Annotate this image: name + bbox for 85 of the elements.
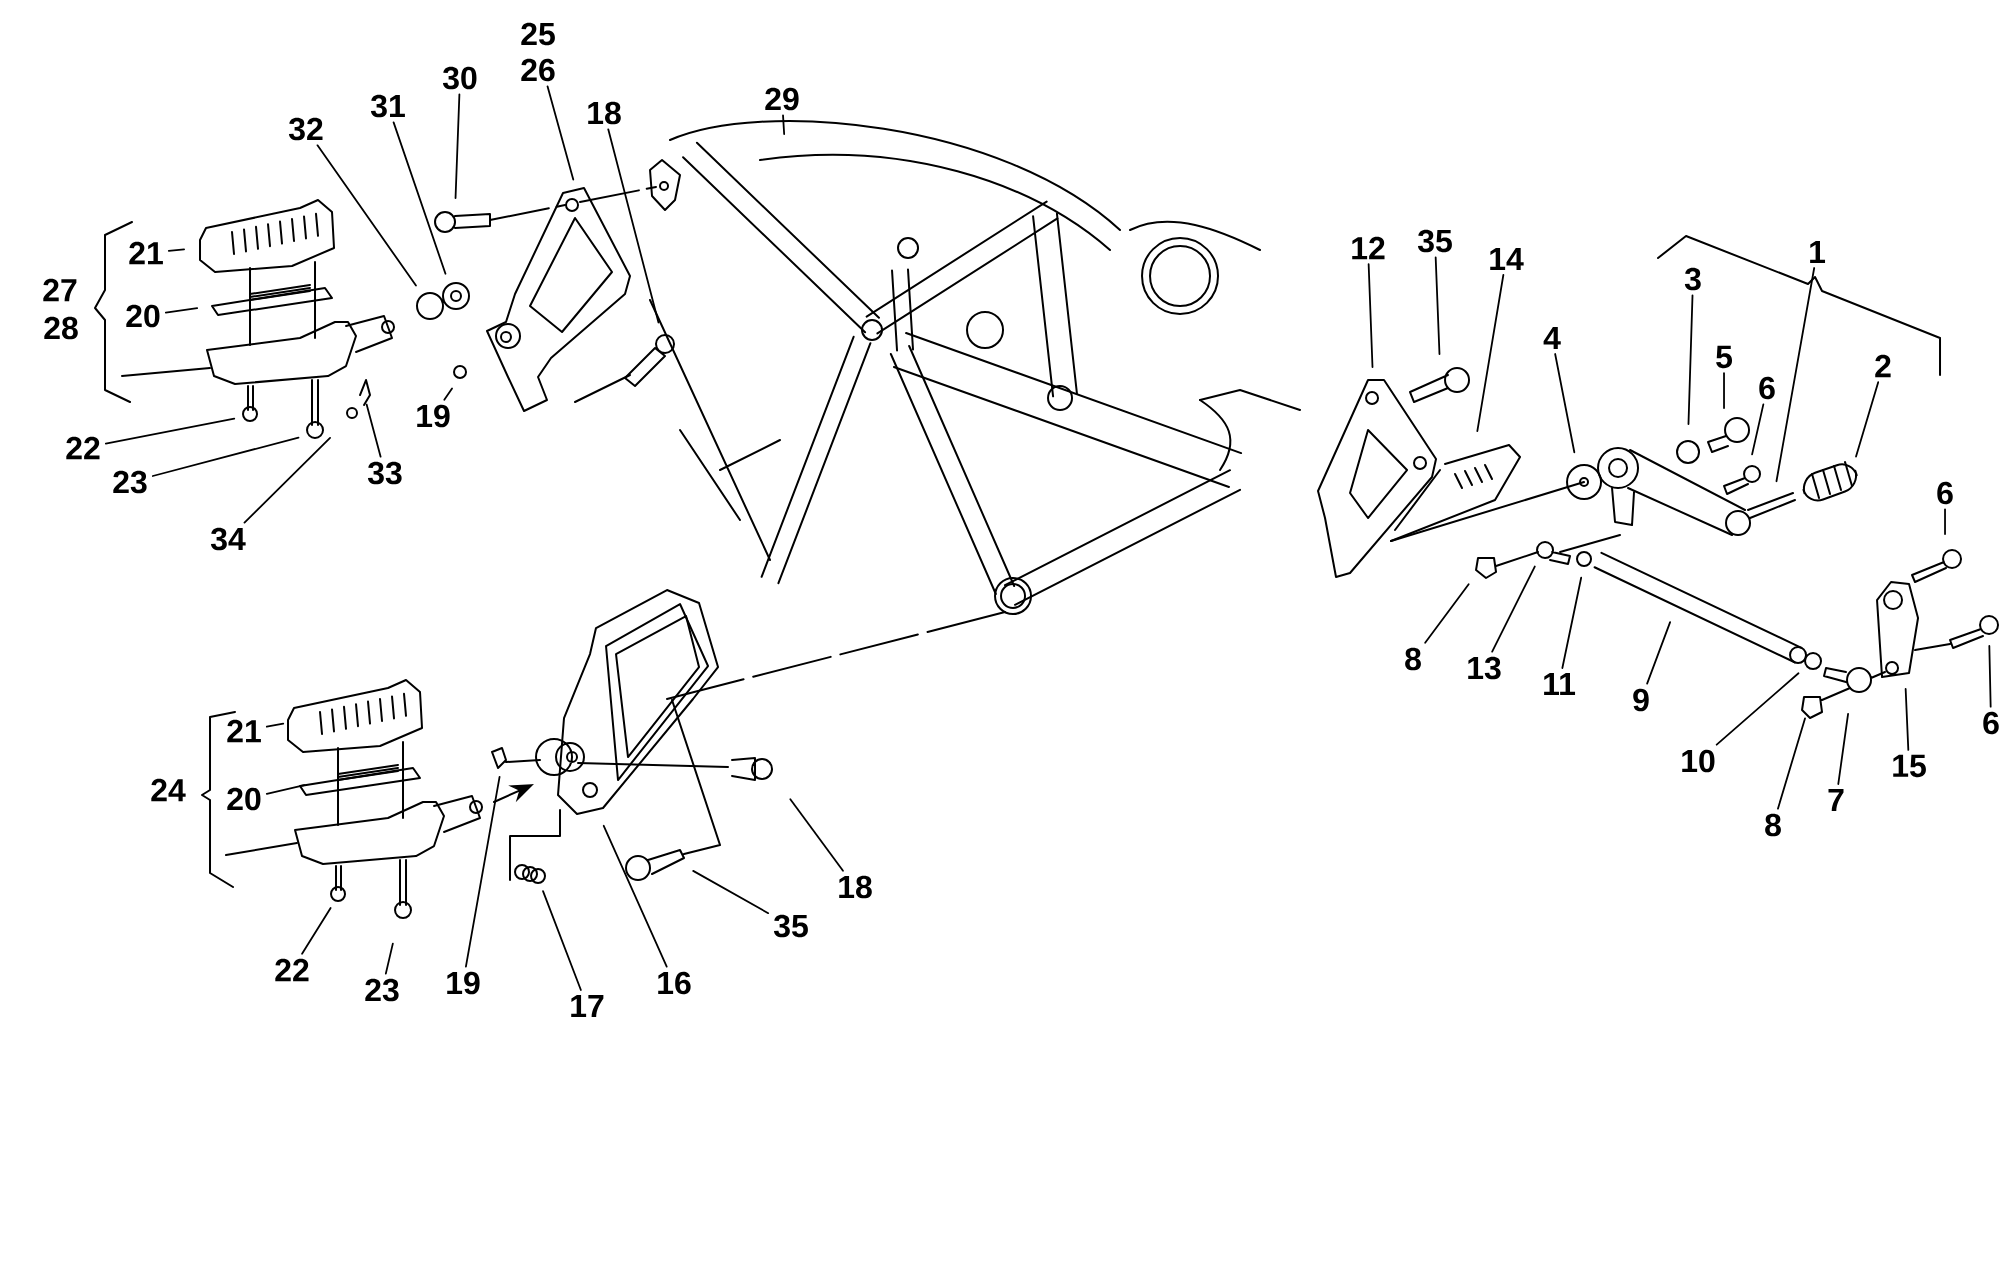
leader-line [1687,294,1694,425]
callout-number: 16 [658,971,691,995]
leader-line [602,824,668,968]
leader-line [1424,583,1470,644]
callout-number: 6 [1759,376,1775,400]
callout-number: 22 [275,958,309,982]
callout-number: 28 [44,316,78,340]
callout-number: 23 [113,470,147,494]
leader-line [1367,263,1374,368]
leader-line [1646,621,1671,685]
leader-line [1777,717,1806,810]
callout-number: 20 [126,304,160,328]
leader-line [243,436,331,524]
callout-number: 12 [1352,236,1385,260]
callout-number: 11 [1544,673,1576,695]
leader-line [316,144,417,287]
leader-line [1715,672,1800,746]
leader-line [1554,353,1576,454]
leader-line [1837,713,1849,785]
callout-number: 25 26 [521,22,555,82]
leader-line [607,128,660,324]
callout-number: 27 [43,278,77,302]
leader-line [1775,267,1816,483]
leader-line [151,436,300,477]
leader-line [301,907,332,955]
leader-line [542,890,582,991]
leader-line [1988,645,1992,708]
callout-number: 19 [417,404,450,428]
callout-number: 7 [1828,789,1844,811]
leader-line [454,93,461,199]
leader-line [782,114,786,135]
leader-line [265,722,285,728]
callout-number: 21 [129,241,163,265]
callout-number: 6 [1983,711,1999,735]
leader-line [1944,508,1946,535]
leader-line [1561,576,1583,669]
leader-line [164,307,199,314]
callout-number: 18 [588,101,621,125]
callout-number: 8 [1405,647,1421,671]
callout-number: 15 [1893,754,1926,778]
leader-line [1476,274,1505,433]
leader-line [443,387,453,401]
callout-number: 29 [765,87,799,111]
callout-number: 13 [1468,656,1501,680]
leader-line [265,784,306,795]
leader-line [392,121,447,275]
leader-line [365,403,382,458]
callout-number: 4 [1543,327,1561,349]
callout-number: 34 [210,527,246,551]
leader-line [104,417,236,445]
callout-number: 24 [151,778,186,802]
callout-number: 17 [571,995,604,1017]
callout-number: 9 [1633,688,1649,712]
leader-line [384,942,394,975]
callout-number: 10 [1682,749,1715,773]
leader-line [1434,256,1441,355]
leader-line [465,775,501,968]
leader-line [1751,403,1765,456]
callout-number: 22 [66,436,100,460]
leader-line [167,248,185,252]
callout-number: 31 [370,94,405,118]
callout-number: 23 [365,978,399,1002]
callout-number: 20 [227,787,261,811]
callout-number: 21 [227,719,261,743]
callout-number: 35 [773,914,808,938]
leader-line [1491,565,1536,653]
leader-line [1855,381,1880,458]
leader-line [1723,372,1725,409]
callout-number: 1 [1810,241,1826,263]
callout-number: 18 [839,875,872,899]
callout-number: 33 [367,461,402,485]
leader-line [789,798,844,872]
leader-line [546,85,575,181]
callout-number: 6 [1937,481,1953,505]
callout-number: 14 [1490,248,1524,270]
callout-number: 19 [447,971,480,995]
callout-number: 2 [1875,354,1891,378]
leader-line [1904,688,1910,751]
callout-number: 32 [288,117,323,141]
callout-number: 8 [1765,813,1781,837]
callout-number: 3 [1684,267,1701,291]
callout-number: 35 [1417,229,1452,253]
callout-number: 30 [442,66,477,90]
leader-line [692,870,770,915]
callout-number: 5 [1716,345,1733,369]
